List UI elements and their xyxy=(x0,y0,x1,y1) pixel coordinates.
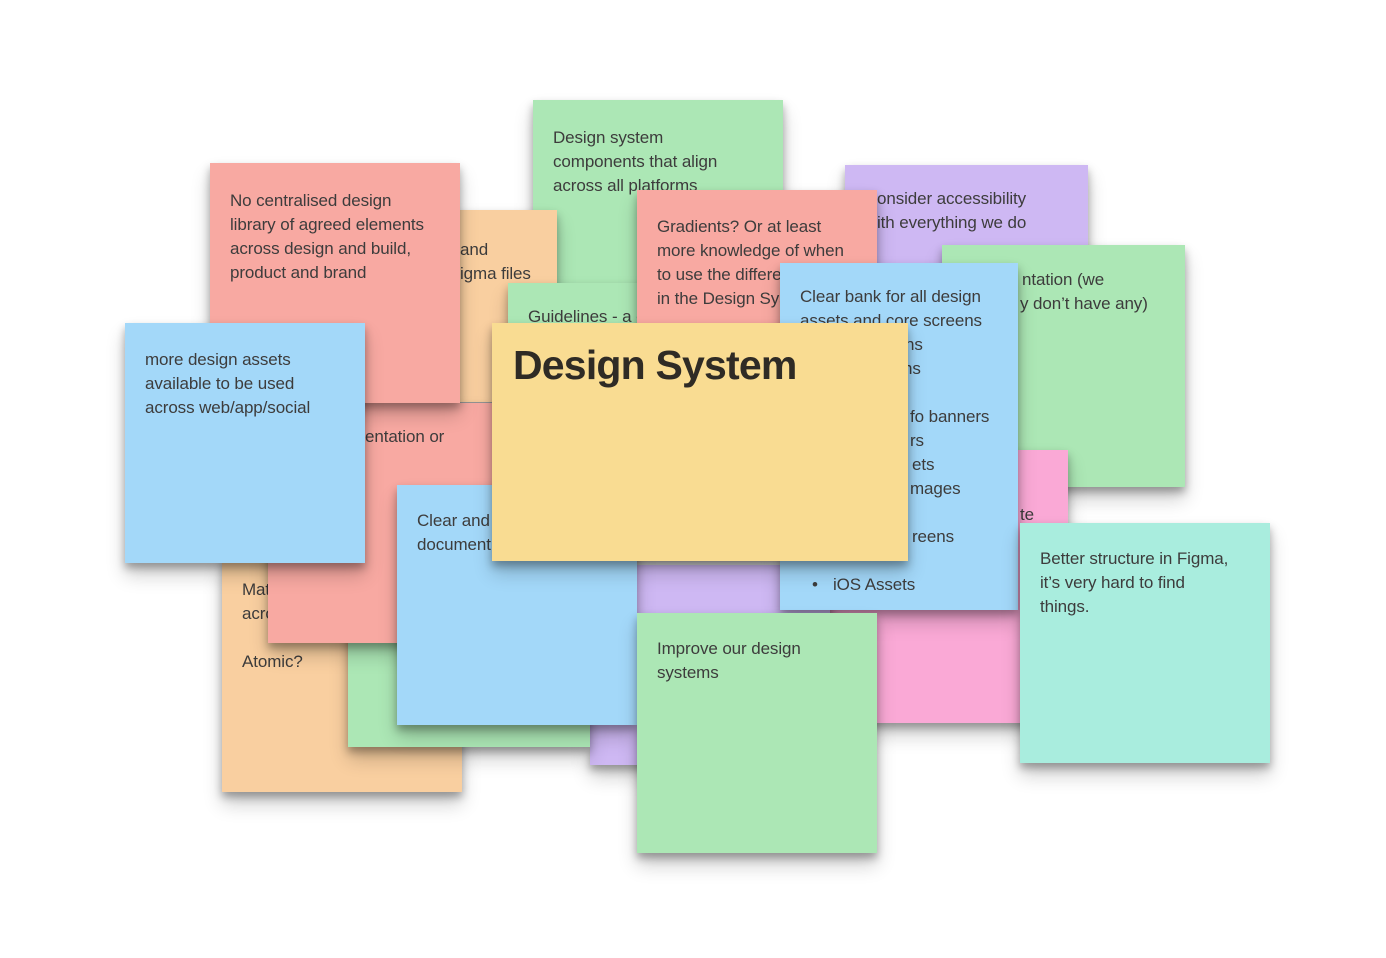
note-text-line: available to be used xyxy=(145,374,295,393)
note-text-line: more knowledge of when xyxy=(657,241,844,260)
note-text-line: components that align xyxy=(553,152,718,171)
note-text-line: iOS Assets xyxy=(833,575,916,594)
note-text-fragment: document xyxy=(417,535,491,554)
note-text-line: library of agreed elements xyxy=(230,215,424,234)
note-text-block: ntation (we y don’t have any) xyxy=(942,245,1185,316)
note-text-fragment: te xyxy=(1020,505,1034,524)
bullet-icon: • xyxy=(812,575,818,594)
note-text-fragment: ns xyxy=(903,359,921,378)
sticky-note-design-system-title[interactable]: Design System xyxy=(492,323,908,561)
note-text-fragment: y don’t have any) xyxy=(1020,294,1148,313)
note-text-fragment: in the Design Sys xyxy=(657,289,788,308)
note-text-block: Improve our design systems xyxy=(637,613,877,685)
note-text-block: No centralised design library of agreed e… xyxy=(210,163,460,285)
note-text-fragment: fo banners xyxy=(910,407,990,426)
note-text-fragment: ith everything we do xyxy=(877,213,1027,232)
note-text-block: Guidelines - a c xyxy=(508,283,780,329)
note-text-line: Gradients? Or at least xyxy=(657,217,822,236)
note-text-fragment: ntation (we xyxy=(1022,270,1105,289)
bulleted-list-item: • iOS Assets xyxy=(812,573,1012,597)
note-text-line: systems xyxy=(657,663,719,682)
note-text-block: onsider accessibility ith everything we d… xyxy=(845,165,1088,235)
sticky-note-improve-design-systems[interactable]: Improve our design systems xyxy=(637,613,877,853)
note-text-fragment: Clear and xyxy=(417,511,490,530)
note-text-block: entation or xyxy=(268,403,493,449)
note-text-line: Clear bank for all design xyxy=(800,287,981,306)
note-text-block: Gradients? Or at least more knowledge of … xyxy=(637,190,877,311)
note-text-line: Design system xyxy=(553,128,664,147)
note-text-fragment: to use the differe xyxy=(657,265,782,284)
note-text-line: Better structure in Figma, xyxy=(1040,549,1229,568)
sticky-note-more-design-assets[interactable]: more design assets available to be used ac… xyxy=(125,323,365,563)
note-text-line: across web/app/social xyxy=(145,398,311,417)
note-text-line: No centralised design xyxy=(230,191,392,210)
note-text-block: Design System xyxy=(492,323,908,389)
note-text-fragment: entation or xyxy=(365,427,445,446)
note-text-fragment: rs xyxy=(910,431,924,450)
note-text-line: it’s very hard to find xyxy=(1040,573,1185,592)
note-text-fragment: ns xyxy=(905,335,923,354)
note-text-block: te xyxy=(828,450,1068,527)
note-text-line: across design and build, xyxy=(230,239,411,258)
note-text-fragment: Mat xyxy=(242,580,271,599)
note-text-block: Better structure in Figma, it’s very hard… xyxy=(1020,523,1270,619)
note-text-fragment: acro xyxy=(242,604,275,623)
note-text-line: product and brand xyxy=(230,263,367,282)
note-title: Design System xyxy=(513,342,797,388)
note-text-fragment: Guidelines - a c xyxy=(528,307,645,326)
note-text-fragment: reens xyxy=(912,527,955,546)
note-text-block: and igma files xyxy=(317,210,557,286)
note-text-line: more design assets xyxy=(145,350,291,369)
note-text-fragment: igma files xyxy=(460,264,531,283)
note-text-line: Atomic? xyxy=(242,652,303,671)
sticky-note-better-structure-figma[interactable]: Better structure in Figma, it’s very hard… xyxy=(1020,523,1270,763)
note-text-fragment: mages xyxy=(910,479,961,498)
note-text-fragment: ets xyxy=(912,455,935,474)
note-text-line: things. xyxy=(1040,597,1090,616)
note-text-fragment: and xyxy=(460,240,489,259)
note-text-fragment: onsider accessibility xyxy=(877,189,1027,208)
note-text-line: Improve our design xyxy=(657,639,801,658)
note-text-block: more design assets available to be used ac… xyxy=(125,323,365,420)
note-text-block: Clear and document xyxy=(397,485,637,557)
